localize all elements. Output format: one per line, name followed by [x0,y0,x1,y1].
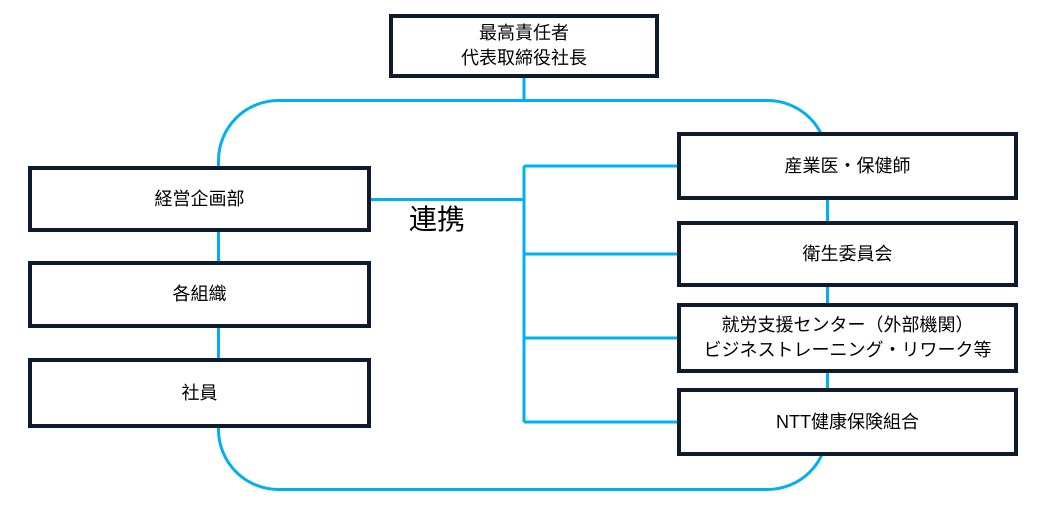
each-organization-label: 各組織 [172,284,227,304]
top-executive-line1: 最高責任者 [479,23,569,43]
employees-label: 社員 [181,382,218,403]
box-health-committee: 衛生委員会 [677,221,1018,287]
box-each-organization: 各組織 [28,261,371,328]
box-industrial-physician: 産業医・保健師 [677,132,1018,200]
box-employees: 社員 [28,358,371,428]
top-executive-line2: 代表取締役社長 [461,48,587,68]
industrial-physician-label: 産業医・保健師 [784,155,911,176]
employment-support-center-line1: 就労支援センター（外部機関） [721,315,974,335]
box-top-executive: 最高責任者 代表取締役社長 [389,14,659,78]
box-employment-support-center: 就労支援センター（外部機関） ビジネストレーニング・リワーク等 [677,303,1018,373]
box-ntt-health-insurance: NTT健康保険組合 [677,388,1018,456]
employment-support-center-line2: ビジネストレーニング・リワーク等 [703,340,992,360]
health-committee-label: 衛生委員会 [802,243,893,264]
renkei-label: 連携 [408,204,465,235]
corporate-planning-label: 経営企画部 [154,188,245,209]
frame-rounded-rect-connector [217,99,829,491]
ntt-health-insurance-label: NTT健康保険組合 [776,411,919,432]
box-corporate-planning: 経営企画部 [28,166,371,232]
